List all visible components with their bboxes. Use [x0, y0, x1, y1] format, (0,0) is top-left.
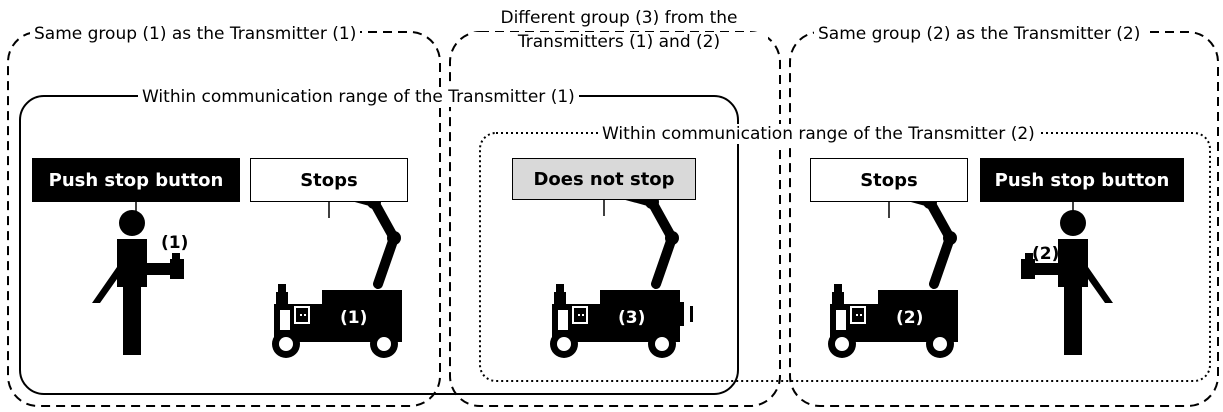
does-not-stop-box: Does not stop: [512, 158, 696, 200]
machine-1-tag: (1): [340, 308, 368, 328]
person-icon: [92, 210, 184, 355]
operator-1-tag: (1): [161, 233, 189, 253]
machine-2-tag: (2): [896, 308, 924, 328]
group-1-label: Same group (1) as the Transmitter (1): [30, 24, 361, 44]
stops-box-2: Stops: [810, 158, 968, 202]
push-stop-button-box-1: Push stop button: [32, 158, 240, 202]
machine-3-tag: (3): [618, 308, 646, 328]
transmitter-2-range-label: Within communication range of the Transm…: [598, 124, 1039, 144]
person-icon: [1021, 210, 1113, 355]
group-2-label: Same group (2) as the Transmitter (2): [814, 24, 1145, 44]
vibration-lines-icon: [670, 296, 693, 332]
stops-box-1: Stops: [250, 158, 408, 202]
transmitter-2-range-frame: [479, 132, 1211, 382]
group-3-label-line1: Different group (3) from the: [470, 8, 768, 28]
push-stop-button-box-2: Push stop button: [980, 158, 1184, 202]
group-3-label-line2: Transmitters (1) and (2): [470, 32, 768, 52]
transmitter-1-range-label: Within communication range of the Transm…: [138, 87, 579, 107]
operator-2-tag: (2): [1032, 244, 1060, 264]
